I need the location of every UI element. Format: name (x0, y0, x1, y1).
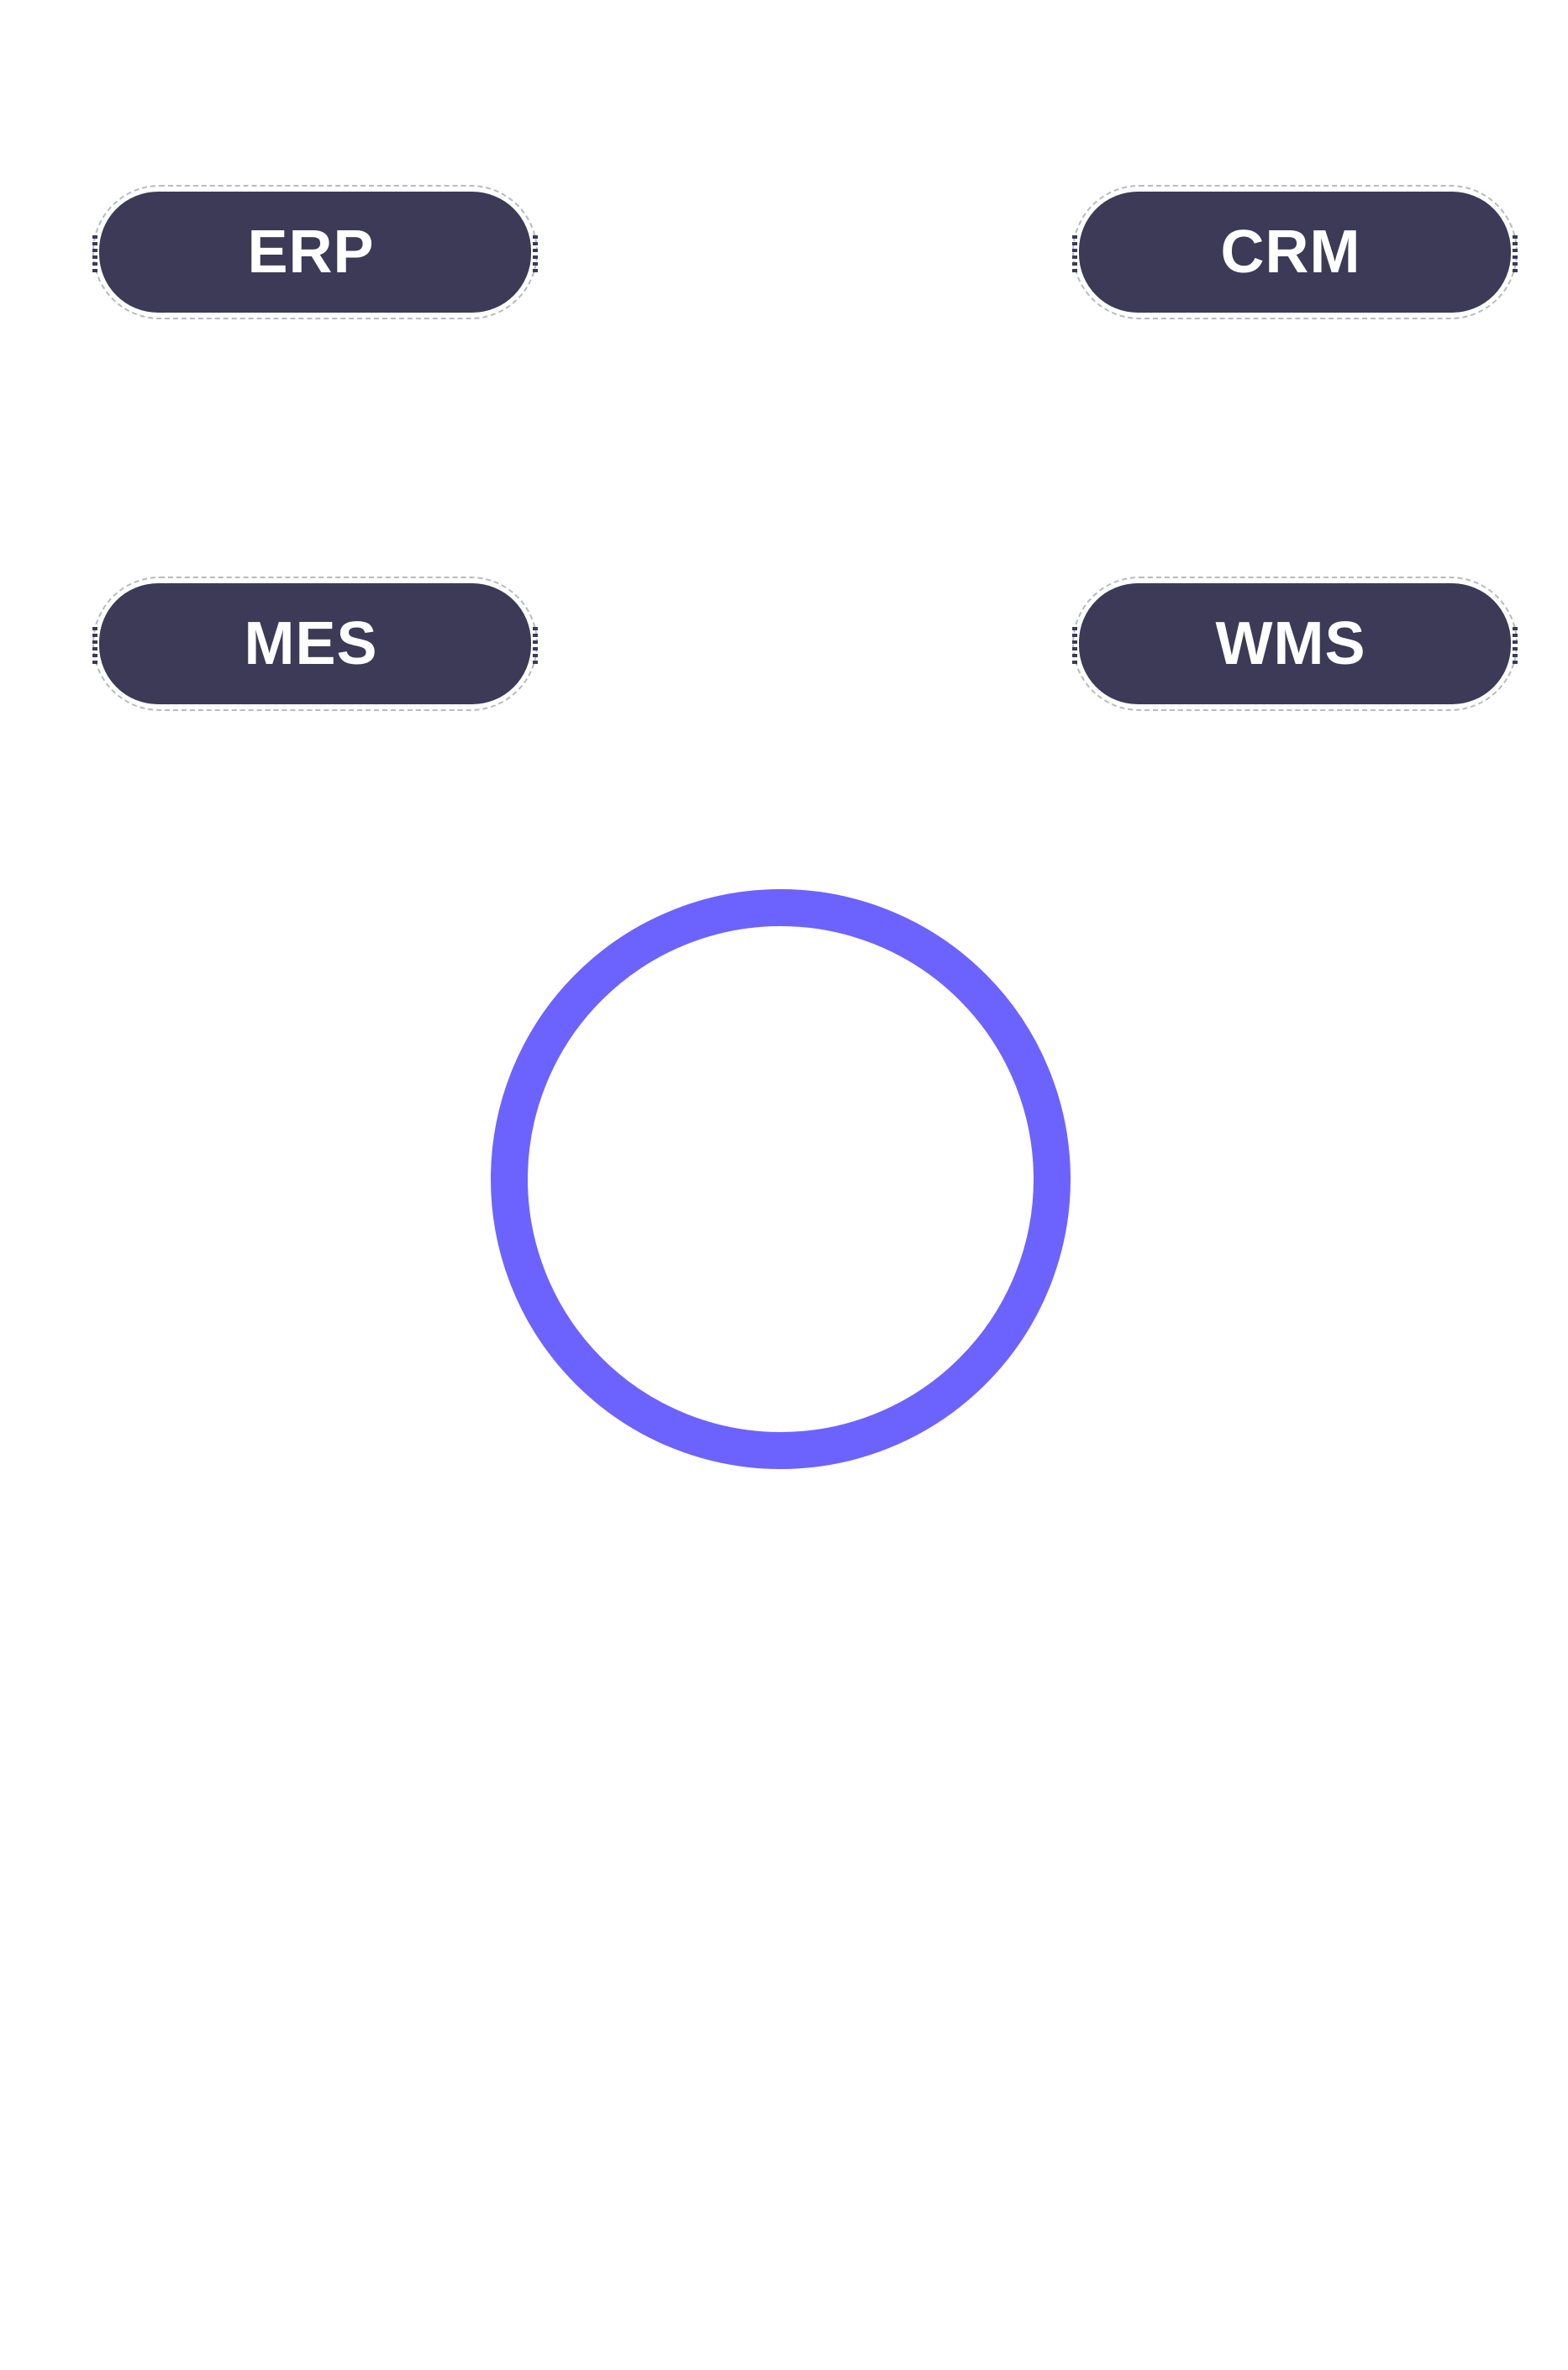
erp-node-body[interactable]: ERP (99, 192, 531, 313)
hub-ring-icon (491, 889, 1071, 1469)
mes-right-port (533, 627, 538, 664)
wms-node-body[interactable]: WMS (1079, 583, 1511, 704)
mes-node-body[interactable]: MES (99, 583, 531, 704)
mes-left-port (92, 627, 97, 664)
mes-node-label: MES (244, 610, 378, 677)
erp-node-label: ERP (247, 219, 375, 286)
mes-node[interactable]: MES (92, 577, 538, 711)
wms-left-port (1072, 627, 1077, 664)
wms-node[interactable]: WMS (1072, 577, 1518, 711)
wms-node-label: WMS (1215, 610, 1366, 677)
crm-left-port (1072, 235, 1077, 272)
crm-node-label: CRM (1220, 219, 1361, 286)
erp-node[interactable]: ERP (92, 185, 538, 319)
crm-right-port (1513, 235, 1518, 272)
erp-left-port (92, 235, 97, 272)
erp-right-port (533, 235, 538, 272)
crm-node[interactable]: CRM (1072, 185, 1518, 319)
crm-node-body[interactable]: CRM (1079, 192, 1511, 313)
wms-right-port (1513, 627, 1518, 664)
